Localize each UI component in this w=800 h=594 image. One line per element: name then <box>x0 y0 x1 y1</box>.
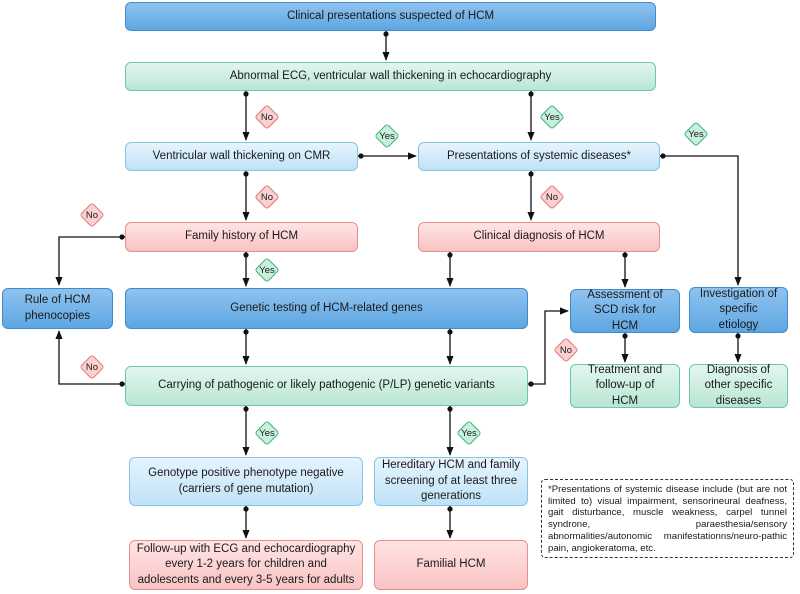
rule-phenocopies-box: Rule of HCM phenocopies <box>2 288 113 329</box>
no-tag-clinical: No <box>541 186 563 208</box>
rule-phenocopies-text: Rule of HCM phenocopies <box>24 293 91 322</box>
no-tag-label: No <box>260 191 274 203</box>
clinical-diagnosis-text: Clinical diagnosis of HCM <box>473 230 605 243</box>
scd-risk-text: Assessment of SCD risk for HCM <box>587 288 663 332</box>
abnormal-ecg-box: Abnormal ECG, ventricular wall thickenin… <box>125 62 656 91</box>
systemic-diseases-box: Presentations of systemic diseases* <box>418 142 660 171</box>
hereditary-hcm-box: Hereditary HCM and family screening of a… <box>374 457 528 506</box>
carrying-variants-text: Carrying of pathogenic or likely pathoge… <box>158 379 495 392</box>
no-tag-label: No <box>85 361 99 373</box>
wall-thickening-cmr-text: Ventricular wall thickening on CMR <box>152 149 331 162</box>
no-tag-label: No <box>85 209 99 221</box>
clinical-presentations-box: Clinical presentations suspected of HCM <box>125 2 656 31</box>
yes-tag-cmr-systemic: Yes <box>376 125 398 147</box>
yes-tag-label: Yes <box>379 130 395 142</box>
no-tag-cmr: No <box>256 106 278 128</box>
no-tag-family: No <box>256 186 278 208</box>
abnormal-ecg-text: Abnormal ECG, ventricular wall thickenin… <box>229 69 552 82</box>
genotype-positive-box: Genotype positive phenotype negative (ca… <box>129 457 363 506</box>
familial-hcm-text: Familial HCM <box>416 558 486 571</box>
yes-tag-label: Yes <box>461 427 477 439</box>
yes-tag-investigation: Yes <box>685 123 707 145</box>
clinical-presentations-text: Clinical presentations suspected of HCM <box>286 9 495 22</box>
genotype-positive-text: Genotype positive phenotype negative (ca… <box>148 466 344 495</box>
no-tag-carrying: No <box>81 356 103 378</box>
treatment-box: Treatment and follow-up of HCM <box>570 364 680 408</box>
yes-tag-systemic: Yes <box>541 106 563 128</box>
family-history-box: Family history of HCM <box>125 222 358 252</box>
investigation-box: Investigation of specific etiology <box>689 287 788 333</box>
no-tag-label: No <box>559 344 573 356</box>
investigation-text: Investigation of specific etiology <box>699 287 778 331</box>
carrying-variants-box: Carrying of pathogenic or likely pathoge… <box>125 366 528 406</box>
yes-tag-label: Yes <box>688 128 704 140</box>
systemic-disease-footnote: *Presentations of systemic disease inclu… <box>541 479 794 558</box>
no-tag-label: No <box>260 111 274 123</box>
family-history-text: Family history of HCM <box>184 230 299 243</box>
yes-tag-genotype: Yes <box>256 422 278 444</box>
systemic-diseases-text: Presentations of systemic diseases* <box>446 149 632 162</box>
yes-tag-label: Yes <box>544 111 560 123</box>
treatment-text: Treatment and follow-up of HCM <box>587 363 663 407</box>
yes-tag-label: Yes <box>259 264 275 276</box>
other-diagnosis-text: Diagnosis of other specific diseases <box>704 363 773 407</box>
genetic-testing-text: Genetic testing of HCM-related genes <box>230 301 423 314</box>
no-tag-phenocopies: No <box>81 204 103 226</box>
familial-hcm-box: Familial HCM <box>374 540 528 590</box>
followup-ecg-text: Follow-up with ECG and echocardiography … <box>136 542 356 586</box>
wall-thickening-cmr-box: Ventricular wall thickening on CMR <box>125 142 358 171</box>
hereditary-hcm-text: Hereditary HCM and family screening of a… <box>381 459 521 503</box>
genetic-testing-box: Genetic testing of HCM-related genes <box>125 288 528 329</box>
followup-ecg-box: Follow-up with ECG and echocardiography … <box>129 540 363 590</box>
other-diagnosis-box: Diagnosis of other specific diseases <box>689 364 788 408</box>
yes-tag-hereditary: Yes <box>458 422 480 444</box>
clinical-diagnosis-box: Clinical diagnosis of HCM <box>418 222 660 252</box>
scd-risk-box: Assessment of SCD risk for HCM <box>570 289 680 333</box>
no-tag-scd: No <box>555 339 577 361</box>
no-tag-label: No <box>545 191 559 203</box>
yes-tag-label: Yes <box>259 427 275 439</box>
yes-tag-genetic: Yes <box>256 259 278 281</box>
